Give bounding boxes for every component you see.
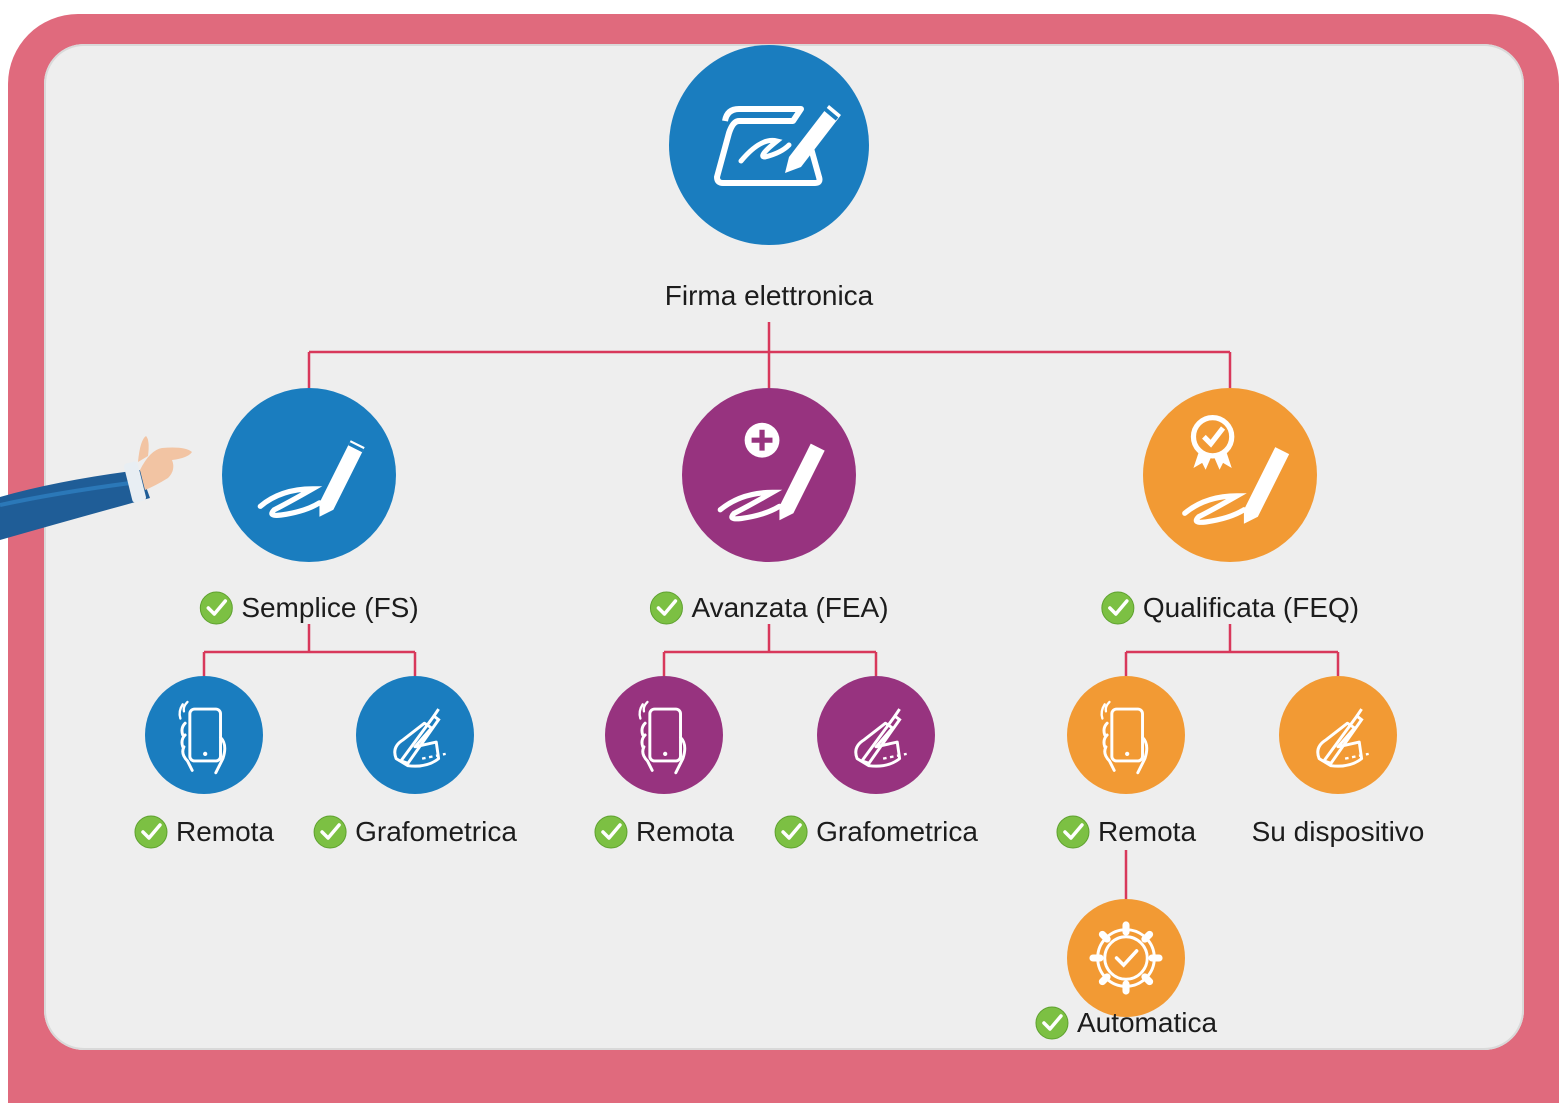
gear-check-icon bbox=[1089, 921, 1163, 995]
label-text: Su dispositivo bbox=[1251, 816, 1425, 847]
method-label: Grafometrica bbox=[774, 812, 978, 852]
method-label: Remota bbox=[594, 812, 734, 852]
label-text: Firma elettronica bbox=[664, 280, 874, 311]
pen-signature-badge-icon bbox=[1182, 414, 1290, 525]
method-node bbox=[1067, 676, 1185, 794]
type-label-3: Qualificata (FEQ) bbox=[1101, 588, 1359, 628]
root-node bbox=[669, 45, 869, 245]
check-icon bbox=[649, 591, 683, 625]
check-icon bbox=[134, 815, 168, 849]
smartphone-hand-icon bbox=[638, 700, 687, 775]
label-text: Remota bbox=[175, 816, 275, 847]
label-text: Automatica bbox=[1076, 1007, 1218, 1038]
label-text: Semplice (FS) bbox=[241, 592, 419, 623]
label-text: Grafometrica bbox=[355, 816, 517, 847]
label-text: Qualificata (FEQ) bbox=[1142, 592, 1360, 623]
type-label-2: Avanzata (FEA) bbox=[649, 588, 889, 628]
label-text: Remota bbox=[635, 816, 735, 847]
root-label: Firma elettronica bbox=[665, 276, 874, 316]
method-label: Grafometrica bbox=[313, 812, 517, 852]
signature-tablet-icon bbox=[714, 105, 841, 186]
check-icon bbox=[774, 815, 808, 849]
check-icon bbox=[1035, 1006, 1069, 1040]
method-node bbox=[356, 676, 474, 794]
label-text: Avanzata (FEA) bbox=[691, 592, 889, 623]
smartphone-hand-icon bbox=[1100, 700, 1149, 775]
pen-signature-plus-icon bbox=[717, 422, 825, 522]
check-icon bbox=[199, 591, 233, 625]
sub-method-node bbox=[1067, 899, 1185, 1017]
check-icon bbox=[313, 815, 347, 849]
method-node bbox=[817, 676, 935, 794]
check-icon bbox=[1101, 591, 1135, 625]
method-node bbox=[1279, 676, 1397, 794]
method-node bbox=[605, 676, 723, 794]
type-node-3 bbox=[1143, 388, 1317, 562]
smartphone-hand-icon bbox=[178, 700, 227, 775]
hand-pen-icon bbox=[854, 708, 907, 768]
method-node bbox=[145, 676, 263, 794]
type-node-2 bbox=[682, 388, 856, 562]
hand-pen-icon bbox=[393, 708, 446, 768]
method-label: Remota bbox=[1056, 812, 1196, 852]
pointing-hand-illustration bbox=[0, 436, 192, 540]
check-icon bbox=[1056, 815, 1090, 849]
label-text: Grafometrica bbox=[816, 816, 978, 847]
method-label: Su dispositivo bbox=[1252, 812, 1425, 852]
check-icon bbox=[594, 815, 628, 849]
pen-signature-icon bbox=[257, 440, 365, 518]
type-node-1 bbox=[222, 388, 396, 562]
label-text: Remota bbox=[1097, 816, 1197, 847]
method-label: Remota bbox=[134, 812, 274, 852]
type-label-1: Semplice (FS) bbox=[199, 588, 419, 628]
hand-pen-icon bbox=[1316, 708, 1369, 768]
sub-method-label: Automatica bbox=[1035, 1003, 1217, 1043]
